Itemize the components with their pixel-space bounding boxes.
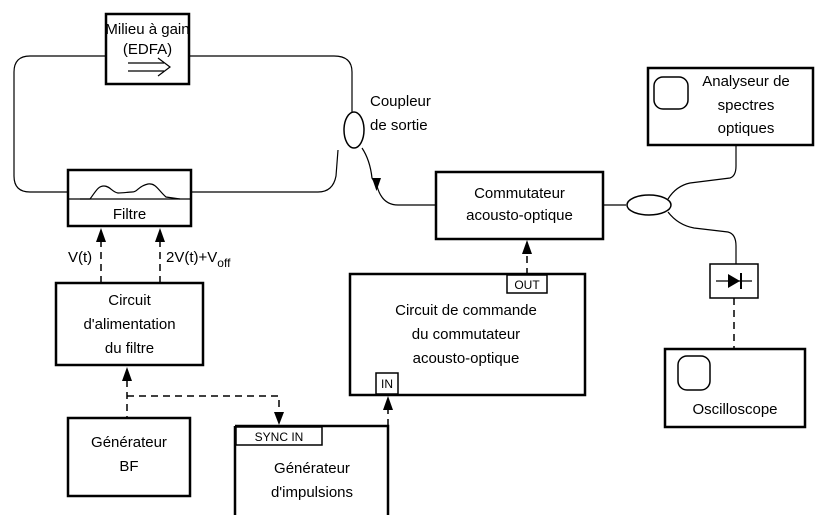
ao-switch-block: Commutateur acousto-optique [434, 170, 605, 241]
screen-icon [677, 355, 711, 391]
ao-switch-line2: acousto-optique [466, 207, 573, 224]
ao-driver-block: OUT IN Circuit de commande du commutateu… [348, 272, 587, 397]
oscilloscope-block: Oscilloscope [663, 347, 807, 429]
filter-driver-block: Circuit d'alimentation du filtre [54, 281, 205, 367]
analyzer-line2: spectres [718, 97, 775, 114]
coupler-line1: Coupleur [370, 93, 431, 110]
ao-driver-line1: Circuit de commande [395, 302, 537, 319]
signal-2vt-sub: off [217, 256, 231, 270]
gain-medium-block: Milieu à gain (EDFA) [104, 12, 191, 86]
analyzer-line3: optiques [718, 120, 775, 137]
sync-in-port [235, 426, 323, 446]
signal-2vt: 2V(t)+Voff [166, 249, 231, 270]
lf-generator-block: Générateur BF [66, 416, 192, 498]
pulse-gen-line1: Générateur [274, 460, 350, 477]
double-arrow-icon [128, 57, 171, 77]
driver-line3: du filtre [105, 340, 154, 357]
photodiode [709, 263, 759, 299]
spectrum-analyzer-block: Analyseur de spectres optiques [646, 66, 815, 147]
oscilloscope-label: Oscilloscope [692, 401, 777, 418]
lf-gen-line1: Générateur [91, 434, 167, 451]
diode-icon [728, 274, 740, 288]
signal-vt: V(t) [68, 249, 92, 266]
lf-gen-line2: BF [119, 458, 138, 475]
output-splitter [603, 145, 737, 264]
ao-driver-line3: acousto-optique [413, 350, 520, 367]
pulse-generator-block: SYNC IN Générateur d'impulsions [233, 424, 390, 515]
ao-driver-line2: du commutateur [412, 326, 520, 343]
driver-line1: Circuit [108, 292, 151, 309]
pulse-gen-line2: d'impulsions [271, 484, 353, 501]
ao-switch-line1: Commutateur [474, 185, 565, 202]
driver-line2: d'alimentation [83, 316, 175, 333]
gain-medium-line1: Milieu à gain [105, 21, 189, 38]
in-port-label: IN [381, 377, 393, 391]
analyzer-line1: Analyseur de [702, 73, 790, 90]
filter-block: Filtre [66, 168, 193, 228]
lf-sync-links [122, 367, 284, 425]
gain-medium-line2: (EDFA) [123, 41, 172, 58]
filter-label: Filtre [113, 206, 146, 223]
coupler-line2: de sortie [370, 117, 428, 134]
filter-drive-signals: V(t) 2V(t)+Voff [68, 228, 231, 283]
output-coupler: Coupleur de sortie [343, 93, 436, 206]
signal-2vt-main: 2V(t)+V [166, 249, 217, 266]
screen-icon [653, 76, 689, 110]
filter-transmission-icon [80, 183, 181, 200]
sync-in-label: SYNC IN [255, 430, 304, 444]
in-port [375, 372, 399, 395]
ao-drive-signal [522, 240, 532, 275]
out-port-label: OUT [514, 278, 540, 292]
fiber-ring [13, 55, 353, 193]
pulse-trigger-link [383, 396, 393, 426]
